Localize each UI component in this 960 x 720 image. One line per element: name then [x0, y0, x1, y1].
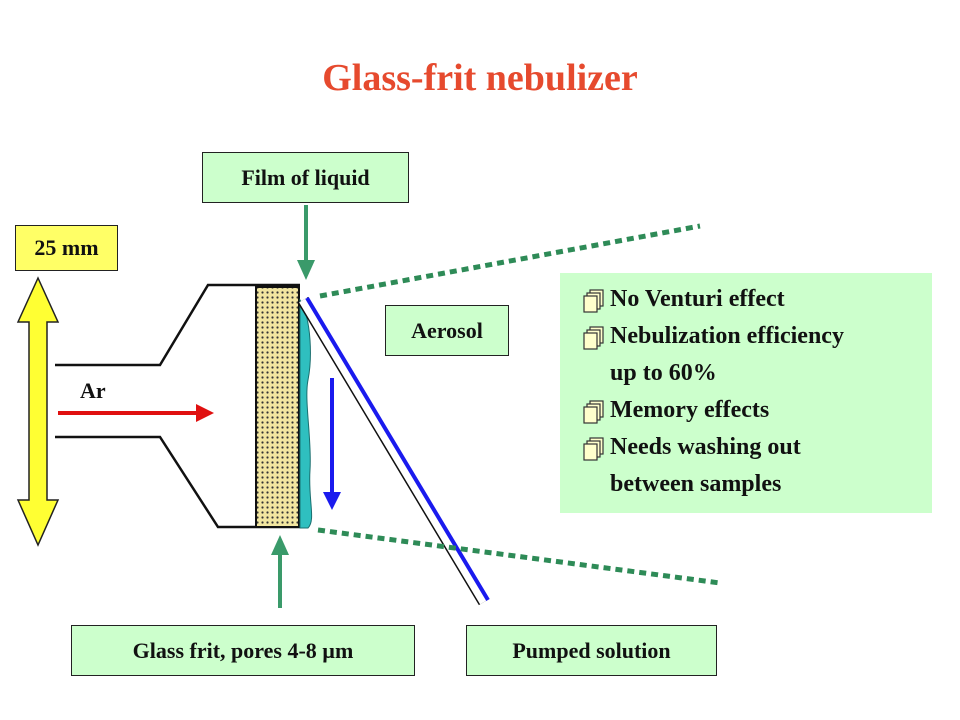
list-item-text: Nebulization efficiency up to 60% [610, 323, 844, 386]
list-item: No Venturi effect [582, 281, 932, 318]
list-item: Memory effects [582, 392, 932, 429]
pumped-solution-label: Pumped solution [466, 625, 717, 676]
aerosol-plume-outline [317, 223, 721, 586]
film-pointer-arrow [297, 205, 315, 280]
stacked-pages-bullet-icon [582, 318, 610, 355]
liquid-flow-arrow [323, 378, 341, 510]
pumped-solution-tube [297, 296, 490, 606]
size-double-arrow [16, 276, 60, 547]
list-item-text: Needs washing out between samples [610, 434, 801, 497]
list-item-text: No Venturi effect [610, 286, 785, 312]
list-item: Nebulization efficiency up to 60% [582, 318, 932, 392]
argon-label: Ar [80, 378, 106, 403]
list-item-text: Memory effects [610, 397, 770, 423]
aerosol-label: Aerosol [385, 305, 509, 356]
glass-frit-label: Glass frit, pores 4-8 µm [71, 625, 415, 676]
list-item: Needs washing out between samples [582, 429, 932, 503]
features-list: No Venturi effect Nebulization efficienc… [560, 273, 932, 513]
glass-frit [255, 286, 300, 528]
liquid-film [299, 298, 313, 529]
argon-inlet-arrow [58, 404, 214, 422]
frit-pointer-arrow [271, 535, 289, 608]
stacked-pages-bullet-icon [582, 281, 610, 318]
film-of-liquid-label: Film of liquid [202, 152, 409, 203]
page-title: Glass-frit nebulizer [322, 57, 638, 99]
stacked-pages-bullet-icon [582, 429, 610, 466]
stacked-pages-bullet-icon [582, 392, 610, 429]
size-label: 25 mm [15, 225, 118, 271]
